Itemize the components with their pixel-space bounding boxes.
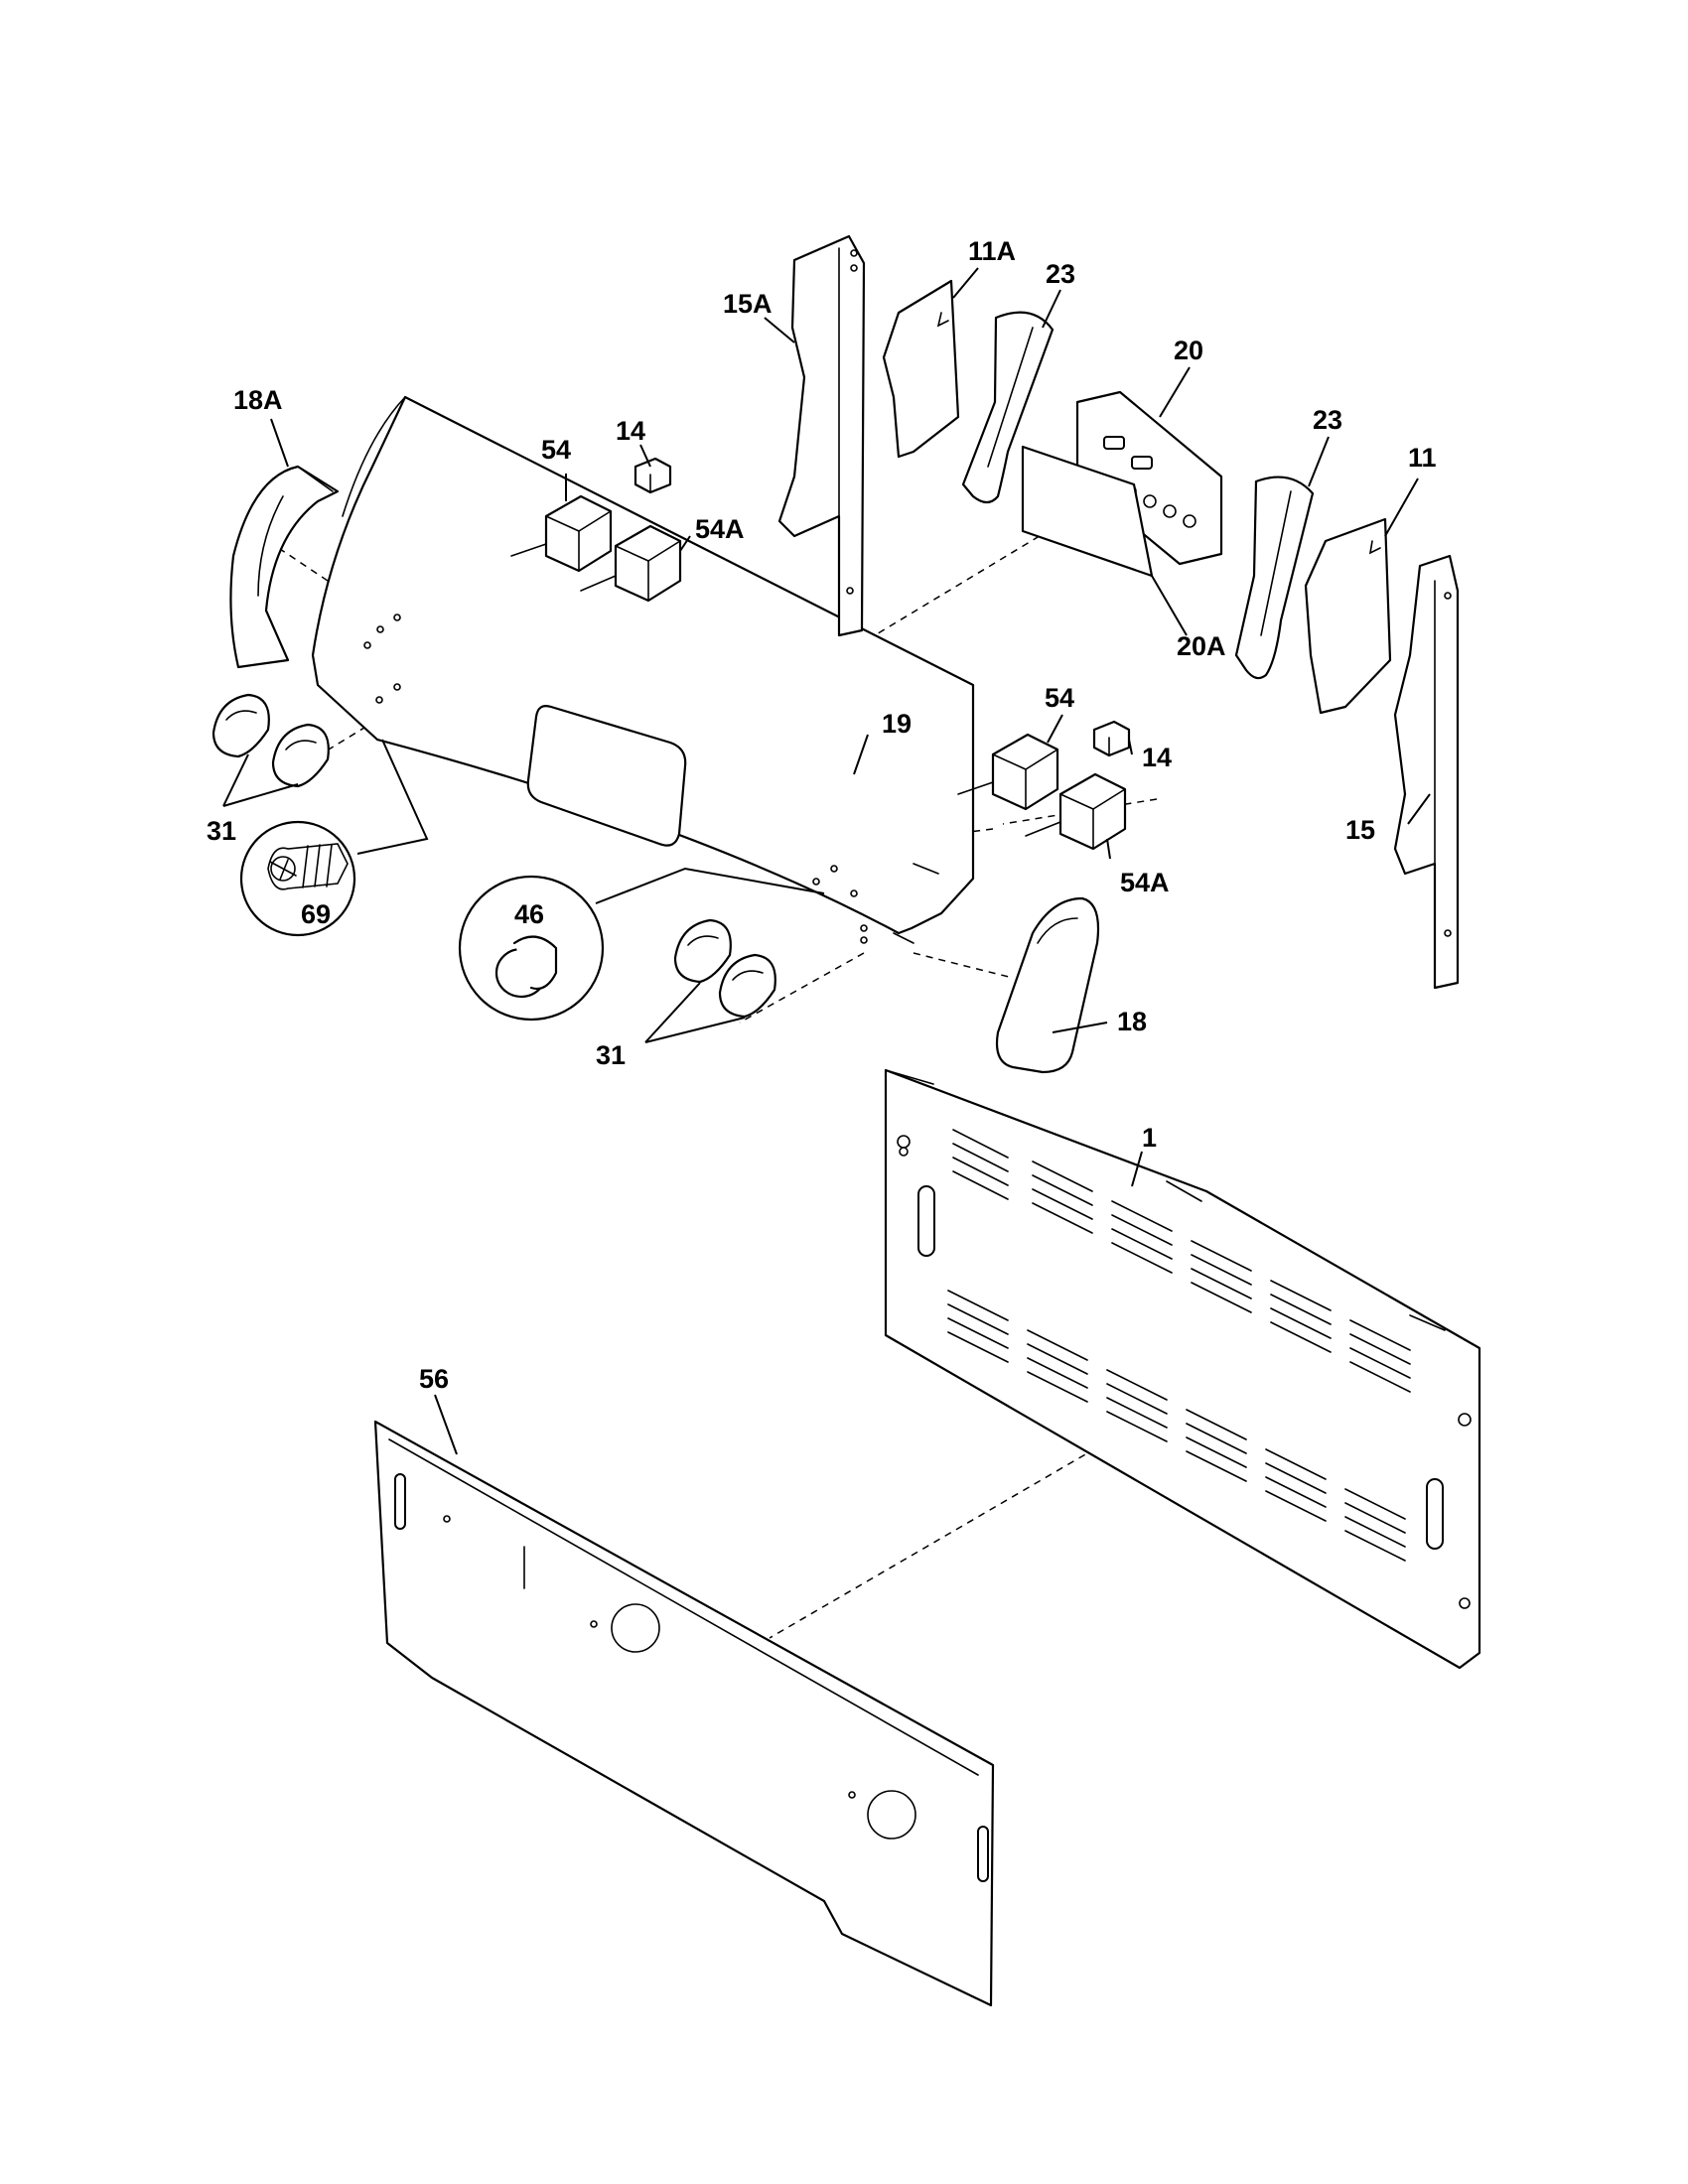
panel-mount-holes	[363, 614, 868, 944]
callout-20: 20	[1174, 336, 1203, 365]
callout-labels: 18A 54 14 54A 15A 11A 23 20 23 11 20A 19…	[207, 236, 1437, 1394]
vent-louvers	[947, 1129, 1411, 1562]
callout-54-lower: 54	[1045, 683, 1074, 713]
callout-20a: 20A	[1177, 631, 1226, 661]
callout-31-right: 31	[596, 1040, 626, 1070]
display-window	[526, 705, 687, 847]
screw-69-detail	[239, 739, 429, 937]
left-end-cap	[229, 465, 340, 669]
callout-46: 46	[514, 899, 544, 929]
switch-54-lower	[957, 733, 1059, 811]
button-46-detail	[458, 867, 825, 1022]
left-trim-clip	[961, 311, 1055, 504]
callout-11: 11	[1408, 443, 1437, 473]
callout-15: 15	[1345, 815, 1375, 845]
knobs-31-left	[211, 693, 330, 788]
callout-14-lower: 14	[1142, 743, 1172, 772]
callout-11a: 11A	[968, 236, 1016, 266]
terminal-14-upper	[633, 457, 672, 494]
callout-1: 1	[1142, 1123, 1157, 1153]
knobs-31-right	[673, 918, 776, 1019]
callout-15a: 15A	[723, 289, 773, 319]
right-side-shield	[1304, 517, 1392, 715]
right-side-bracket	[1393, 554, 1460, 990]
left-side-bracket	[777, 234, 866, 637]
rear-vent-panel	[884, 1068, 1481, 1670]
right-trim-clip	[1234, 476, 1315, 680]
callout-leaders	[222, 267, 1431, 1455]
switch-54-upper	[510, 494, 613, 573]
switch-54a-lower	[1025, 772, 1127, 851]
terminal-14-lower	[1092, 720, 1131, 757]
callout-23-left: 23	[1046, 259, 1075, 289]
callout-18: 18	[1117, 1007, 1147, 1036]
callout-19: 19	[882, 709, 912, 739]
callout-54a-lower: 54A	[1120, 868, 1170, 897]
callout-14-upper: 14	[616, 416, 645, 446]
callout-54-upper: 54	[541, 435, 571, 465]
callout-69: 69	[301, 899, 331, 929]
lower-rear-panel	[373, 1420, 995, 2007]
callout-56: 56	[419, 1364, 449, 1394]
left-side-shield	[882, 279, 960, 459]
callout-31-left: 31	[207, 816, 236, 846]
right-end-cap	[995, 896, 1100, 1074]
switch-54a-upper	[580, 524, 682, 603]
callout-23-right: 23	[1313, 405, 1342, 435]
callout-18a: 18A	[233, 385, 283, 415]
control-panel	[311, 395, 975, 944]
callout-54a-upper: 54A	[695, 514, 745, 544]
